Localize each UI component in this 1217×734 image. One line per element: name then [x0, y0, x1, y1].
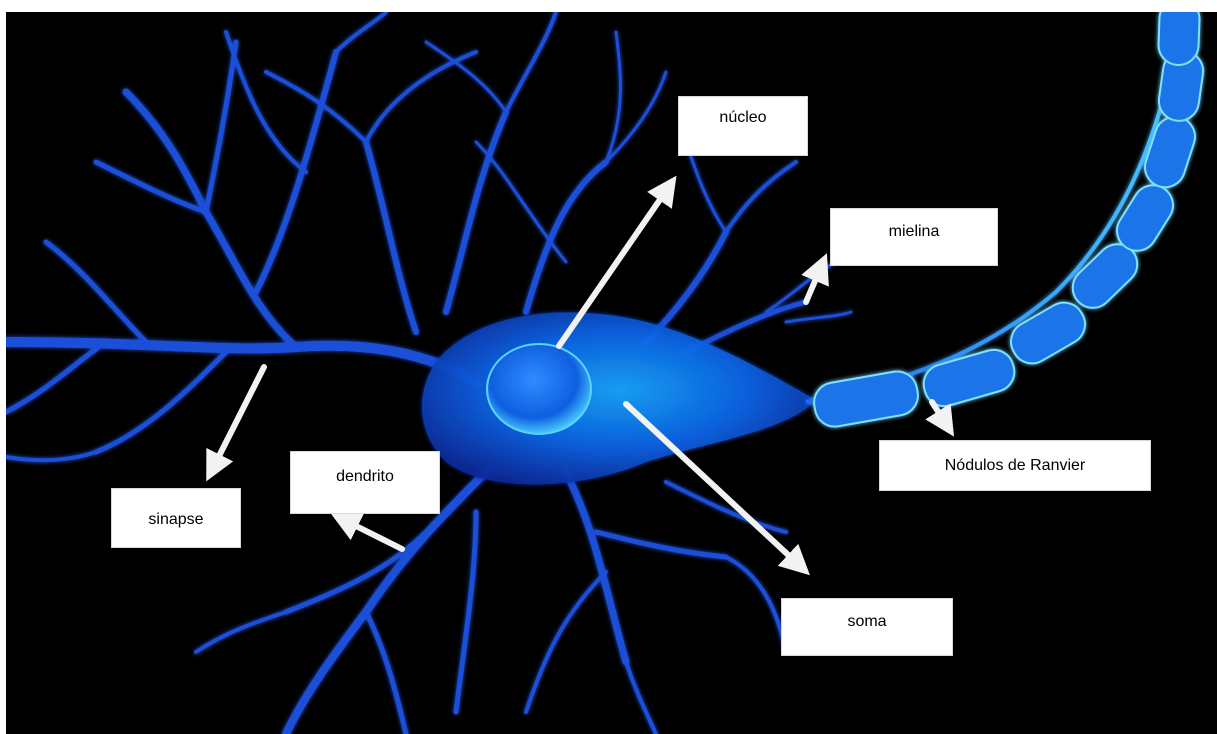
label-ranvier: Nódulos de Ranvier	[879, 440, 1151, 491]
label-nucleo: núcleo	[678, 96, 808, 156]
label-soma: soma	[781, 598, 953, 656]
label-mielina-text: mielina	[831, 209, 997, 241]
soma-body	[422, 312, 816, 484]
arrow-mielina	[806, 267, 821, 302]
label-soma-text: soma	[782, 599, 952, 631]
label-nucleo-text: núcleo	[679, 97, 807, 127]
label-dendrito-text: dendrito	[291, 452, 439, 486]
arrow-dendrito	[344, 520, 402, 549]
nucleus	[487, 344, 591, 434]
label-dendrito: dendrito	[290, 451, 440, 514]
label-sinapse-text: sinapse	[112, 489, 240, 529]
neuron-figure	[6, 12, 1217, 734]
neuron-illustration	[6, 12, 1217, 734]
label-mielina: mielina	[830, 208, 998, 266]
dendrites-right	[646, 142, 851, 352]
arrow-sinapse	[213, 367, 264, 468]
dendrites-lower	[196, 472, 786, 734]
label-ranvier-text: Nódulos de Ranvier	[880, 441, 1150, 475]
label-sinapse: sinapse	[111, 488, 241, 548]
